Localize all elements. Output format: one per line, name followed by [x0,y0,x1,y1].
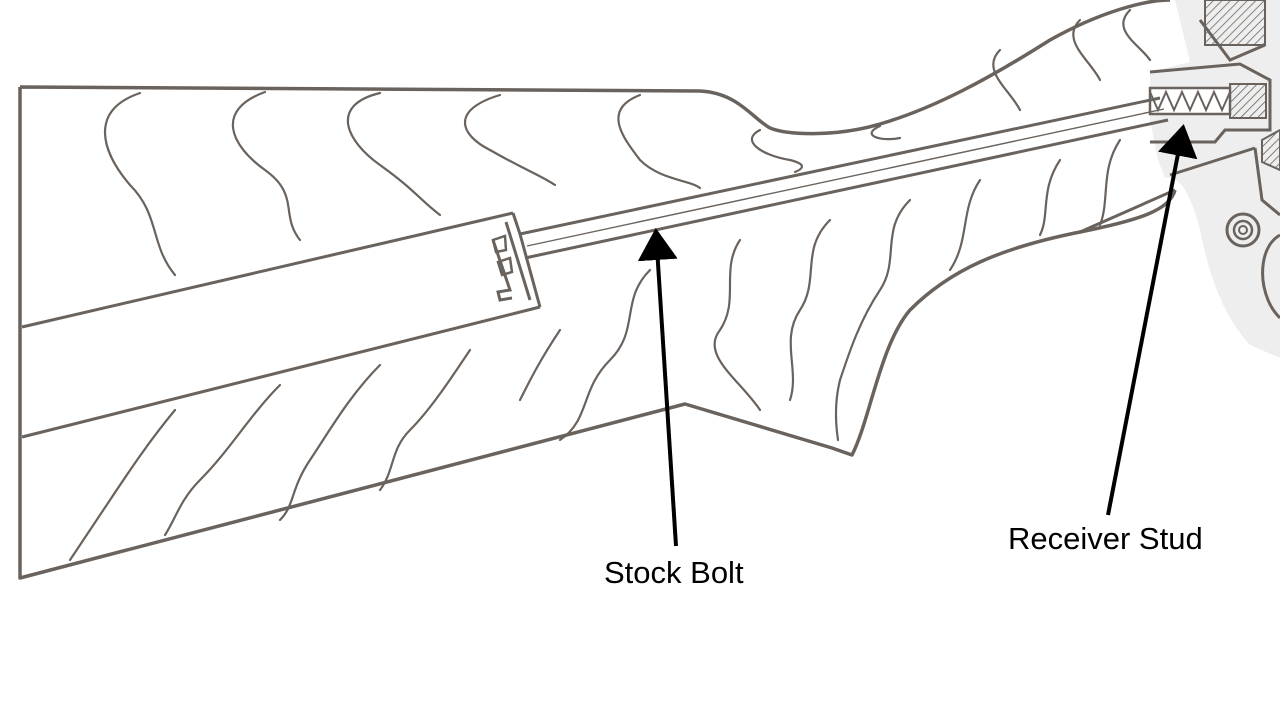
stock-outline [18,0,1177,580]
receiver-stud-label: Receiver Stud [1008,521,1203,556]
wood-grain [68,8,1152,562]
stock-bolt-part [491,96,1169,302]
stock-bolt-arrow [637,228,678,547]
receiver-stud-part [1148,83,1267,119]
callout-arrows [637,124,1198,547]
stock-bolt-label: Stock Bolt [604,555,744,590]
receiver-stud-arrow [1106,124,1198,516]
bore-channel [21,211,542,439]
receiver-area [1149,0,1280,358]
